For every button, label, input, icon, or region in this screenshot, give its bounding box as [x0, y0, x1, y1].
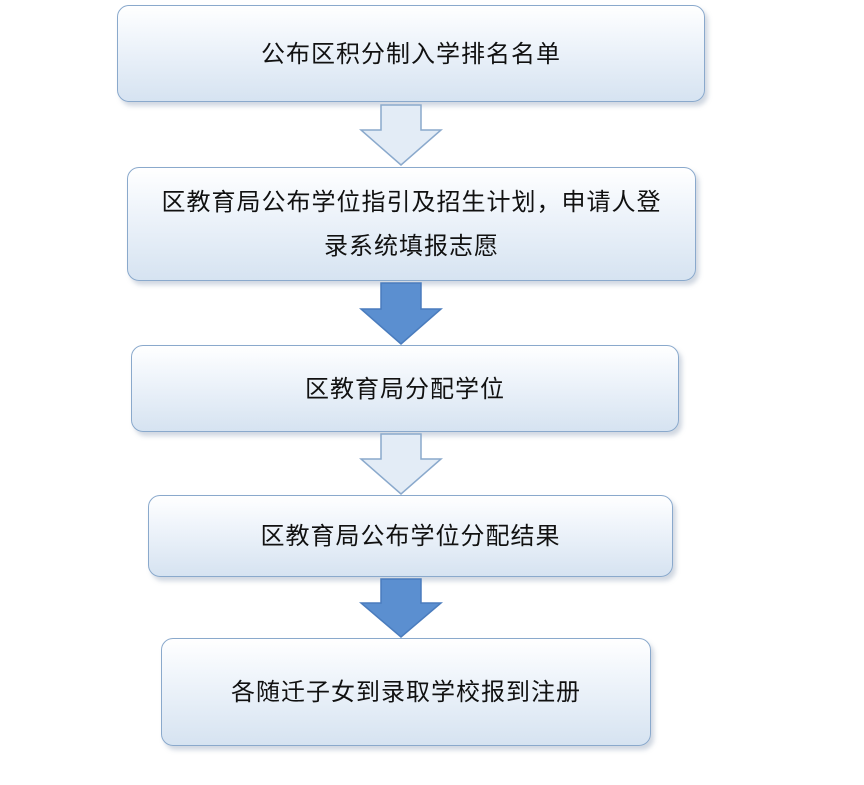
step-publish-results: 区教育局公布学位分配结果: [148, 495, 673, 577]
arrow-down-dark: [359, 282, 443, 345]
step-label: 各随迁子女到录取学校报到注册: [231, 678, 581, 706]
step-publish-ranking: 公布区积分制入学排名名单: [117, 5, 705, 102]
step-label-line-2: 录系统填报志愿: [324, 232, 499, 260]
step-label-block: 区教育局公布学位指引及招生计划，申请人登 录系统填报志愿: [162, 180, 662, 268]
step-label-line-1: 区教育局公布学位指引及招生计划，申请人登: [161, 188, 662, 216]
step-register-at-school: 各随迁子女到录取学校报到注册: [161, 638, 651, 746]
step-allocate-places: 区教育局分配学位: [131, 345, 679, 432]
step-label: 公布区积分制入学排名名单: [261, 39, 561, 68]
step-publish-guide-and-apply: 区教育局公布学位指引及招生计划，申请人登 录系统填报志愿: [127, 167, 696, 281]
step-label: 区教育局公布学位分配结果: [260, 522, 561, 550]
arrow-down-light: [359, 104, 443, 166]
step-label: 区教育局分配学位: [305, 374, 505, 403]
arrow-down-dark: [359, 578, 443, 638]
arrow-down-light: [359, 433, 443, 495]
